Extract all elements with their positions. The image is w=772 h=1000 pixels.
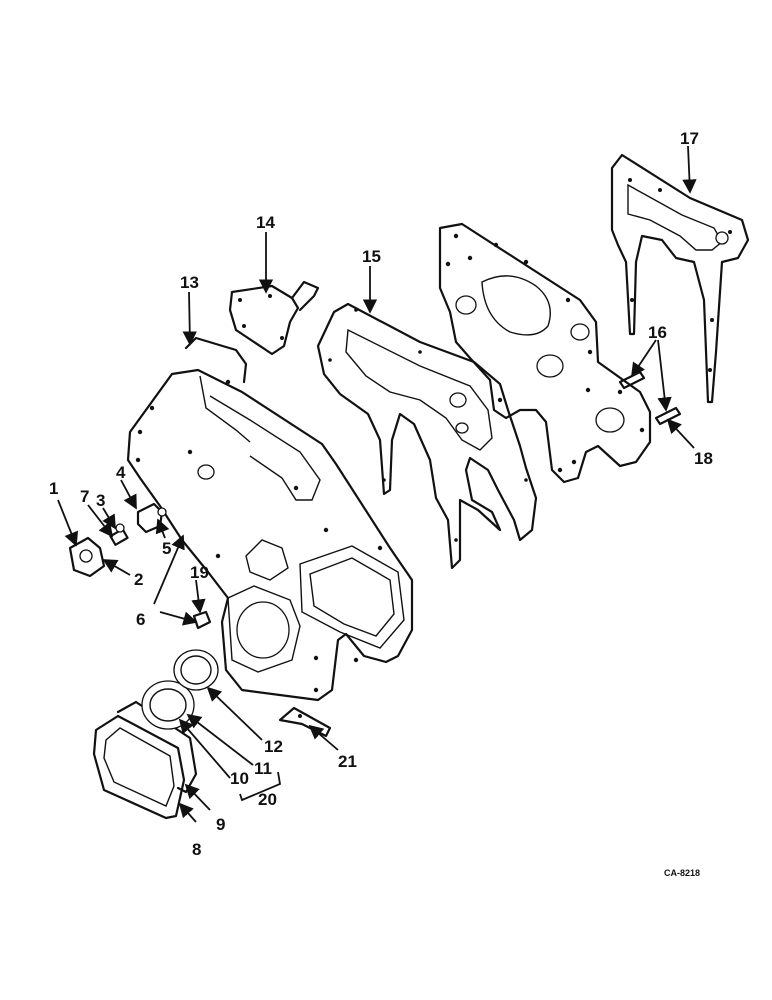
callout-19: 19 (190, 563, 209, 582)
bracket-21 (278, 706, 332, 738)
callout-8: 8 (192, 840, 201, 859)
callout-12: 12 (264, 737, 283, 756)
callout-15: 15 (362, 247, 381, 266)
gasket-17 (610, 153, 750, 404)
front-plate (438, 222, 652, 484)
callout-21: 21 (338, 752, 357, 771)
callout-14: 14 (256, 213, 275, 232)
callout-7: 7 (80, 487, 89, 506)
callout-16: 16 (648, 323, 667, 342)
gasket-15 (316, 302, 538, 570)
cover-plate-14 (228, 280, 320, 356)
callout-labels: 1 2 3 4 5 6 7 8 9 10 11 12 13 14 15 16 1… (49, 129, 713, 878)
callout-17: 17 (680, 129, 699, 148)
callout-4: 4 (116, 463, 126, 482)
callout-6: 6 (136, 610, 145, 629)
callout-3: 3 (96, 491, 105, 510)
callout-18: 18 (694, 449, 713, 468)
seal-and-plate-group (92, 649, 219, 820)
callout-20: 20 (258, 790, 277, 809)
callout-13: 13 (180, 273, 199, 292)
drawing-code: CA-8218 (664, 868, 700, 878)
callout-2: 2 (134, 570, 143, 589)
callout-5: 5 (162, 539, 171, 558)
timing-gear-cover (126, 336, 414, 702)
leader-lines (57, 145, 697, 823)
callout-10: 10 (230, 769, 249, 788)
callout-1: 1 (49, 479, 58, 498)
callout-9: 9 (216, 815, 225, 834)
callout-11: 11 (254, 759, 272, 778)
